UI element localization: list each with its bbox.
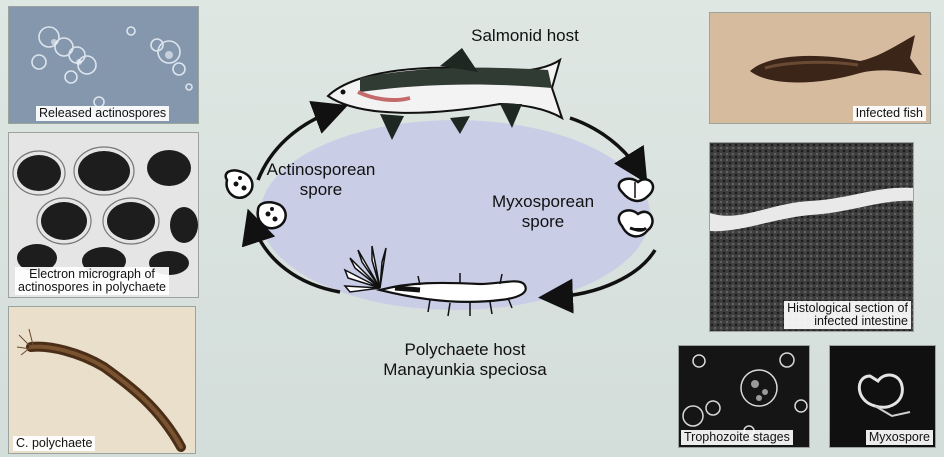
actinosporean-spore-label: Actinosporean spore <box>256 160 386 200</box>
polychaete-host-label-line2: Manayunkia speciosa <box>360 360 570 380</box>
myxosporean-spore-label-line2: spore <box>478 212 608 232</box>
polychaete-host-label-line1: Polychaete host <box>360 340 570 360</box>
myxosporean-spore-label: Myxosporean spore <box>478 192 608 232</box>
polychaete-host-label: Polychaete host Manayunkia speciosa <box>360 340 570 380</box>
myxosporean-spore-label-line1: Myxosporean <box>478 192 608 212</box>
actinosporean-spore-label-line2: spore <box>256 180 386 200</box>
actinosporean-spore-label-line1: Actinosporean <box>256 160 386 180</box>
salmonid-host-label: Salmonid host <box>460 26 590 46</box>
